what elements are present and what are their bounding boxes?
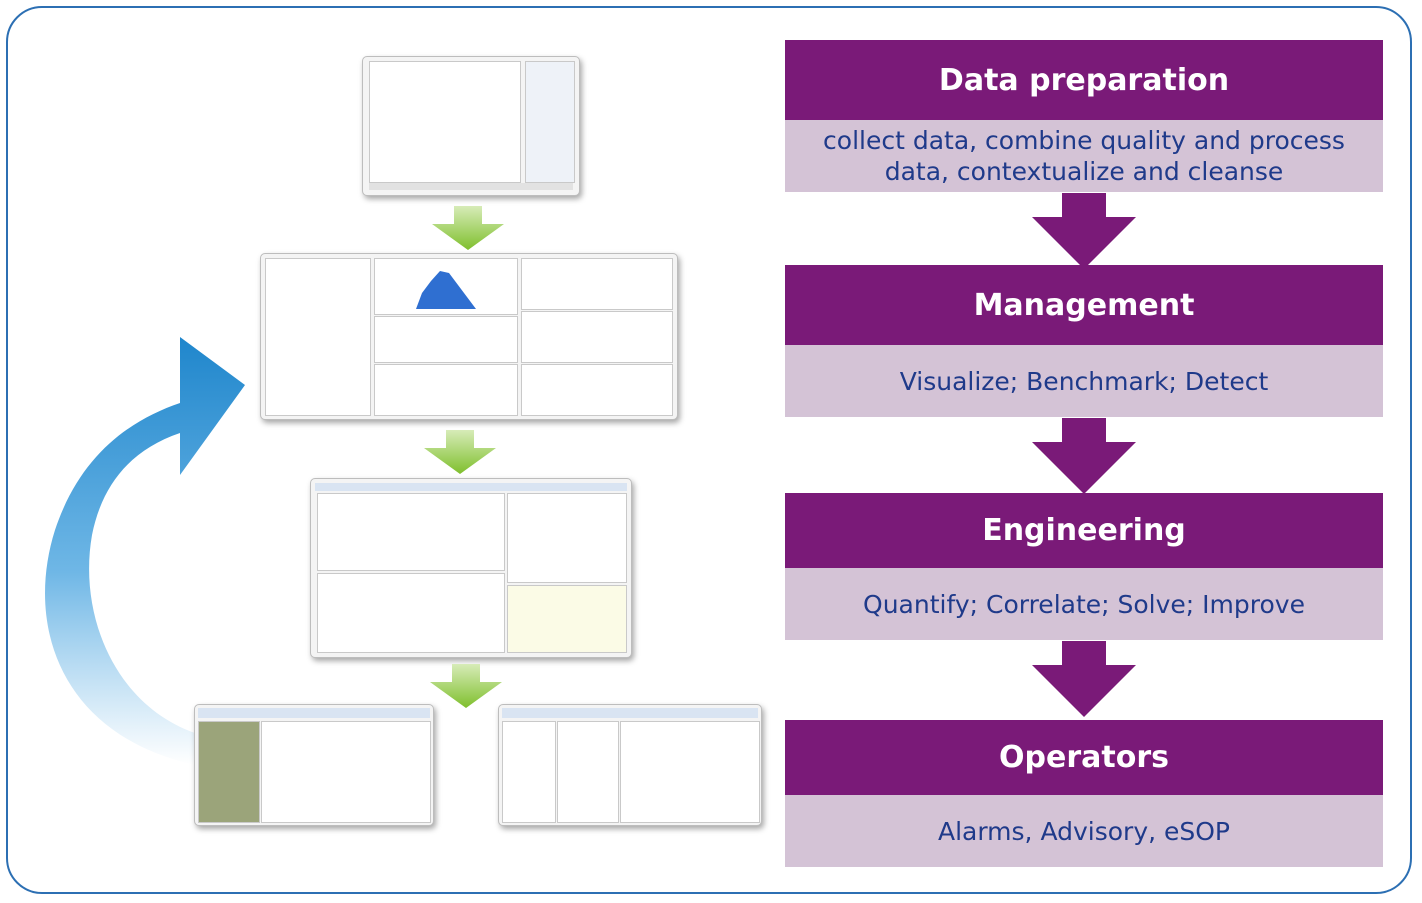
stage-data-preparation: Data preparation collect data, combine q…: [785, 40, 1383, 192]
stage-description: collect data, combine quality and proces…: [785, 120, 1383, 192]
stage-title: Engineering: [785, 493, 1383, 568]
stage-management: Management Visualize; Benchmark; Detect: [785, 265, 1383, 417]
data-preparation-screenshot: [362, 56, 580, 196]
operators-screenshot-left: [194, 704, 434, 826]
stage-title: Data preparation: [785, 40, 1383, 120]
engineering-screenshot: [310, 478, 632, 658]
operators-screenshot-right: [498, 704, 762, 826]
arrow-down-icon: [1032, 641, 1136, 717]
curved-cycle-arrow-icon: [45, 337, 245, 765]
stage-engineering: Engineering Quantify; Correlate; Solve; …: [785, 493, 1383, 640]
stage-description: Visualize; Benchmark; Detect: [785, 345, 1383, 417]
arrow-down-icon: [1032, 193, 1136, 269]
arrow-down-icon: [424, 430, 496, 474]
management-screenshot: [260, 253, 678, 420]
stage-title: Management: [785, 265, 1383, 345]
arrow-down-icon: [432, 206, 504, 250]
arrow-down-icon: [430, 664, 502, 708]
diagram-frame: [6, 6, 1412, 894]
stage-title: Operators: [785, 720, 1383, 795]
stage-description: Alarms, Advisory, eSOP: [785, 795, 1383, 867]
stage-operators: Operators Alarms, Advisory, eSOP: [785, 720, 1383, 867]
stage-description: Quantify; Correlate; Solve; Improve: [785, 568, 1383, 640]
arrow-down-icon: [1032, 418, 1136, 494]
